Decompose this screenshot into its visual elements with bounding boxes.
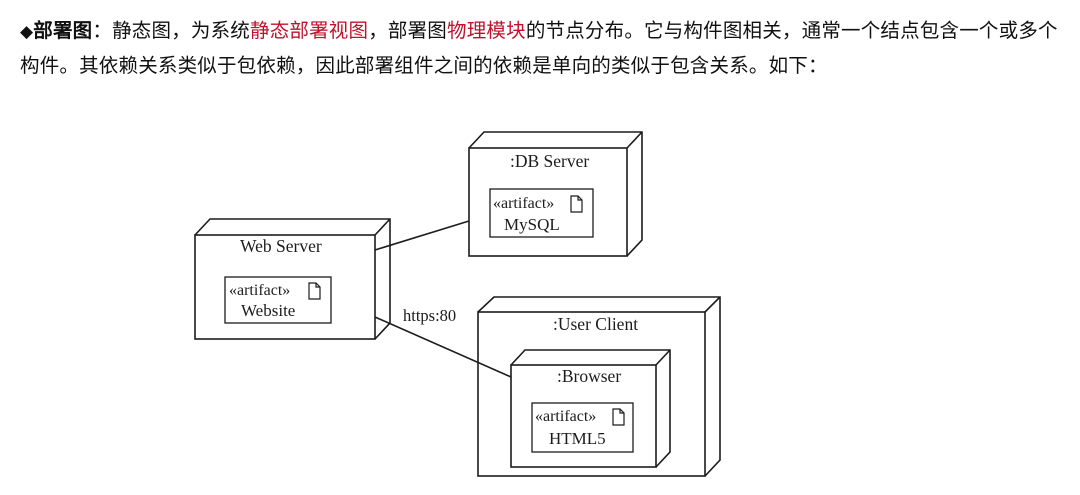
https-edge-label: https:80 (403, 306, 456, 325)
highlight-static-deployment-view: 静态部署视图 (250, 19, 369, 42)
user-client-title: :User Client (553, 314, 638, 334)
term-deployment-diagram: 部署图 (33, 19, 93, 42)
mysql-artifact-name: MySQL (504, 215, 560, 234)
diamond-bullet-icon: ◆ (20, 22, 34, 42)
document-icon (308, 282, 321, 300)
website-artifact: «artifact» Website (224, 276, 332, 324)
web-to-db-connection (374, 220, 470, 251)
intro-text-1: ：静态图，为系统 (92, 19, 250, 42)
document-icon (570, 195, 583, 213)
intro-paragraph: ◆部署图：静态图，为系统静态部署视图，部署图物理模块的节点分布。它与构件图相关，… (20, 14, 1060, 82)
intro-text-2: ，部署图 (368, 19, 448, 42)
db-server-node: :DB Server «artifact» MySQL (468, 131, 643, 257)
db-server-title: :DB Server (510, 151, 589, 171)
website-artifact-name: Website (241, 301, 295, 320)
html5-artifact-stereotype: «artifact» (535, 408, 596, 425)
document-icon (612, 408, 625, 426)
web-server-title: Web Server (240, 236, 322, 256)
browser-title: :Browser (557, 366, 621, 386)
html5-artifact-name: HTML5 (549, 429, 606, 448)
html5-artifact: «artifact» HTML5 (531, 402, 634, 453)
browser-node: :Browser «artifact» HTML5 (510, 349, 671, 468)
website-artifact-stereotype: «artifact» (229, 282, 290, 299)
web-server-node: Web Server «artifact» Website (194, 218, 391, 340)
highlight-physical-module: 物理模块 (447, 19, 526, 42)
mysql-artifact: «artifact» MySQL (489, 188, 594, 238)
intro-text-3: 的节点分布。它与构件图相关，通常一个结点包含一个或多个构件。其依赖关系类似于包依… (20, 19, 1058, 77)
mysql-artifact-stereotype: «artifact» (493, 195, 554, 212)
web-to-browser-connection (374, 316, 512, 378)
user-client-node: :User Client :Browser «artifact» HTML5 (477, 296, 721, 477)
